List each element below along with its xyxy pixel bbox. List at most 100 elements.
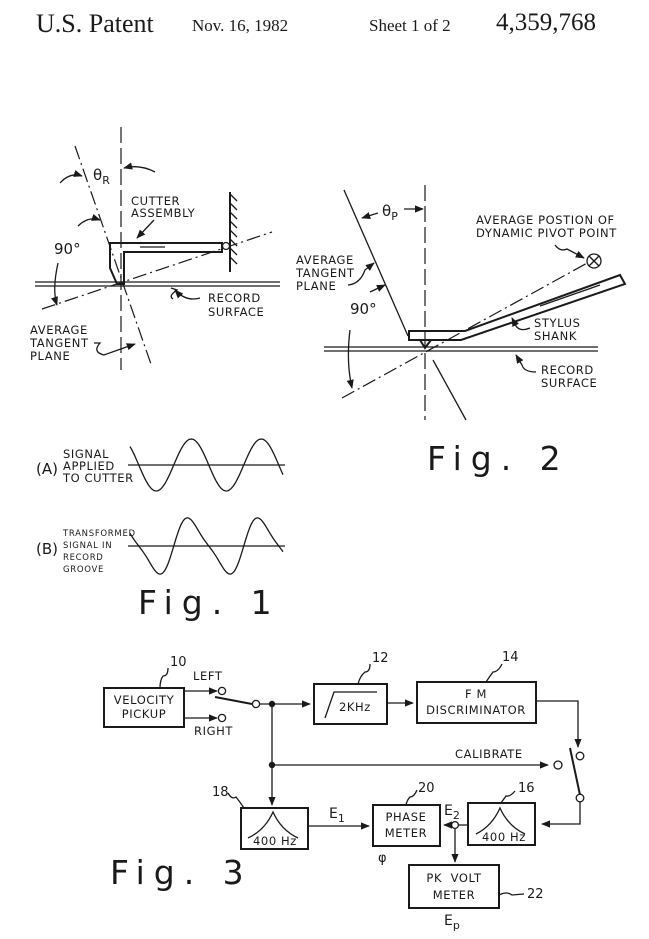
fig2-record-label-2: SURFACE xyxy=(541,376,597,390)
fm-discriminator-label-2: DISCRIMINATOR xyxy=(426,703,526,717)
waveform-a-label-3: TO CUTTER xyxy=(62,471,134,485)
selector-switch-arm xyxy=(214,696,253,705)
phase-output-symbol: φ xyxy=(378,851,387,866)
fig2-angle-label: 90° xyxy=(350,300,377,318)
cutter-assembly-leader xyxy=(136,219,155,239)
switch-common-contact xyxy=(251,699,261,709)
highpass-filter-block xyxy=(313,683,388,725)
calibrate-contact xyxy=(553,760,563,770)
fig1-theta-symbol: θR xyxy=(93,166,110,187)
fig2-theta-arrow-left xyxy=(361,212,379,220)
waveform-a-label-2: APPLIED xyxy=(63,459,115,473)
switch-left-contact xyxy=(217,686,227,696)
waveform-b-signal xyxy=(129,517,284,575)
calibrate-switch-contact-bottom xyxy=(575,793,585,803)
pivot-leader xyxy=(554,244,585,259)
phase-meter-block xyxy=(372,804,441,847)
fig2-record-label-1: RECORD xyxy=(541,363,594,377)
fig2-tangent-label-3: PLANE xyxy=(296,279,336,293)
fig1-cutter-diagram: θR 90° CUTTER ASSEMBLY RECORD SURFACE AV… xyxy=(29,127,280,370)
waveform-b-label-2: SIGNAL IN xyxy=(63,541,112,551)
ref-18: 18 xyxy=(212,785,229,800)
ref-16: 16 xyxy=(518,781,535,796)
signal-ep-label: Ep xyxy=(444,913,460,932)
fm-discriminator-label-1: F M xyxy=(465,687,487,701)
calibrate-switch-contact-top xyxy=(575,751,585,761)
fig1-caption: Fig. 1 xyxy=(138,583,281,622)
switch-right-label: RIGHT xyxy=(194,724,233,738)
fig2-pivot-axis xyxy=(341,255,601,399)
fig1-tangent-label-1: AVERAGE xyxy=(30,323,88,337)
fig3-block-diagram: VELOCITY PICKUP 10 LEFT RIGHT 2KHz 12 F … xyxy=(103,650,585,932)
fig2-caption: Fig. 2 xyxy=(427,439,570,478)
fig1-90deg-arc-top xyxy=(77,213,101,227)
fig2-90deg-arrow-top xyxy=(369,284,386,293)
bandpass-16-icon xyxy=(475,806,526,835)
stylus-shank-body xyxy=(408,273,627,341)
phase-meter-label-1: PHASE xyxy=(385,810,426,824)
waveform-a-tag: (A) xyxy=(36,460,58,478)
fig1-pivot-axis xyxy=(41,231,273,310)
fig1-tangent-plane-line xyxy=(74,145,153,368)
fig1-90deg-arc-bottom xyxy=(50,262,59,306)
waveform-a-signal xyxy=(129,438,284,492)
waveform-b-label-3: RECORD xyxy=(63,553,104,563)
velocity-pickup-block xyxy=(103,687,185,728)
waveform-b-label-1: TRANSFORMED xyxy=(62,529,136,539)
fig1-pivot-circle xyxy=(221,241,231,251)
ref-10: 10 xyxy=(170,655,187,670)
fig2-90deg-arc-bottom xyxy=(346,329,354,389)
bandpass-18-icon xyxy=(247,810,299,839)
fig2-tangent-plane-line xyxy=(343,189,409,337)
bandpass-16-label: 400 Hz xyxy=(482,830,526,844)
signal-e2-label: E2 xyxy=(444,803,460,822)
velocity-pickup-label-2: PICKUP xyxy=(122,707,167,721)
fig1-record-surface-leader xyxy=(174,289,201,300)
switch-right-contact xyxy=(217,713,227,723)
fig1-theta-arc-left xyxy=(59,169,83,184)
pivot-label-2: DYNAMIC PIVOT POINT xyxy=(476,226,617,240)
fig2-tangent-leader xyxy=(347,262,375,286)
patent-date: Nov. 16, 1982 xyxy=(192,16,289,35)
fig1-tangent-label-3: PLANE xyxy=(30,349,70,363)
fig1-angle-label: 90° xyxy=(54,240,81,258)
phase-meter-label-2: METER xyxy=(385,826,427,840)
ref-22: 22 xyxy=(527,887,544,902)
fig1-tangent-leader xyxy=(94,342,136,356)
pk-volt-meter-block xyxy=(408,864,500,909)
pivot-label-1: AVERAGE POSTION OF xyxy=(476,213,615,227)
calibrate-label: CALIBRATE xyxy=(455,747,523,761)
fig1-record-label-2: SURFACE xyxy=(208,305,264,319)
patent-label: U.S. Patent xyxy=(36,9,154,38)
pk-volt-meter-label-2: METER xyxy=(433,888,475,902)
signal-e1-label: E1 xyxy=(329,806,345,825)
cutter-assembly-label-2: ASSEMBLY xyxy=(131,206,196,220)
switch-left-label: LEFT xyxy=(193,669,223,683)
calibrate-switch-arm xyxy=(569,747,581,796)
stylus-shank-leader xyxy=(511,317,531,331)
waveform-b-label-4: GROOVE xyxy=(63,565,104,575)
ref-14: 14 xyxy=(502,650,519,665)
fig3-caption: Fig. 3 xyxy=(110,853,253,892)
ref-12: 12 xyxy=(372,651,389,666)
waveform-a-label-1: SIGNAL xyxy=(63,447,109,461)
pk-volt-meter-label-1: PK VOLT xyxy=(426,871,482,885)
stylus-shank-label-2: SHANK xyxy=(534,329,577,343)
fig2-tangent-label-2: TANGENT xyxy=(295,266,355,280)
cutter-assembly-body xyxy=(109,242,223,285)
stylus-shank-label-1: STYLUS xyxy=(534,316,581,330)
patent-number: 4,359,768 xyxy=(496,9,596,36)
waveform-b-tag: (B) xyxy=(36,540,58,558)
ref-20: 20 xyxy=(418,781,435,796)
fig1-waveforms: (A) SIGNAL APPLIED TO CUTTER (B) TRANSFO… xyxy=(36,438,285,622)
fig1-record-label-1: RECORD xyxy=(208,291,261,305)
velocity-pickup-label-1: VELOCITY xyxy=(114,693,175,707)
junction-e2 xyxy=(450,820,460,830)
stylus-tip xyxy=(419,339,432,350)
fig2-tangent-label-1: AVERAGE xyxy=(296,253,354,267)
fig1-wall-hatching xyxy=(229,193,238,265)
fig1-theta-arc-right xyxy=(123,162,156,173)
fig2-theta-symbol: θP xyxy=(382,202,398,223)
bandpass-18-label: 400 Hz xyxy=(253,834,297,848)
